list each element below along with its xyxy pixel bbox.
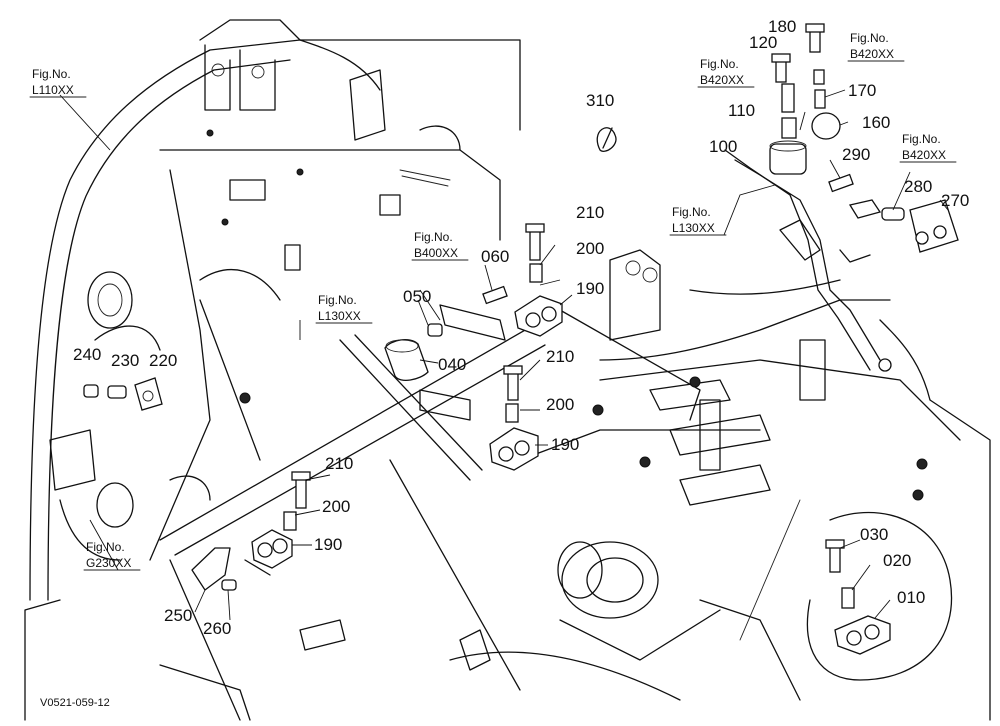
part-label-030: 030 — [860, 525, 888, 544]
part-label-210-top: 210 — [576, 203, 604, 222]
fig-ref-code: L130XX — [318, 309, 361, 323]
wiring-harness — [689, 149, 892, 372]
leader-lines — [59, 89, 949, 621]
part-label-200-middle: 200 — [546, 395, 574, 414]
detail-callout-bottom-right — [739, 499, 953, 681]
fig-ref-code: L110XX — [32, 83, 74, 97]
part-label-310: 310 — [586, 91, 614, 110]
cable-tie-310 — [596, 127, 617, 152]
part-label-050: 050 — [403, 287, 431, 306]
part-label-270: 270 — [941, 191, 969, 210]
part-label-040: 040 — [438, 355, 466, 374]
clamp-assembly-center-lower — [339, 334, 539, 481]
part-label-280: 280 — [904, 177, 932, 196]
part-label-230: 230 — [111, 351, 139, 370]
fig-ref-label: Fig.No. — [414, 230, 453, 244]
figure-reference-b420-c: Fig.No. B420XX — [899, 132, 957, 163]
fig-ref-label: Fig.No. — [86, 540, 125, 554]
clamp-assembly-center-top — [514, 223, 563, 337]
clamp-assembly-bottom-left — [191, 471, 311, 591]
part-label-120: 120 — [749, 33, 777, 52]
figure-reference-l130-left: Fig.No. L130XX — [315, 293, 373, 324]
fig-ref-code: B420XX — [902, 148, 946, 162]
figure-reference-l130-right: Fig.No. L130XX — [669, 205, 727, 236]
chassis-frame — [24, 19, 991, 721]
fig-ref-code: G230XX — [86, 556, 131, 570]
fig-ref-label: Fig.No. — [318, 293, 357, 307]
fig-ref-label: Fig.No. — [32, 67, 71, 81]
diagram-id: V0521-059-12 — [40, 697, 110, 709]
part-label-190-bottom: 190 — [314, 535, 342, 554]
figure-reference-g230: Fig.No. G230XX — [83, 540, 141, 571]
fig-ref-code: L130XX — [672, 221, 715, 235]
part-label-110: 110 — [728, 101, 755, 120]
part-label-200-top: 200 — [576, 239, 604, 258]
fig-ref-label: Fig.No. — [850, 31, 889, 45]
part-label-020: 020 — [883, 551, 911, 570]
part-label-180: 180 — [768, 17, 796, 36]
part-label-240: 240 — [73, 345, 101, 364]
part-label-190-middle: 190 — [551, 435, 579, 454]
part-label-060: 060 — [481, 247, 509, 266]
figure-reference-b420-b: Fig.No. B420XX — [847, 31, 905, 62]
clamp-assembly-top-right — [769, 23, 841, 175]
part-label-250: 250 — [164, 606, 192, 625]
part-label-220: 220 — [149, 351, 177, 370]
part-label-210-middle: 210 — [546, 347, 574, 366]
part-label-100: 100 — [709, 137, 737, 156]
figure-reference-b420-a: Fig.No. B420XX — [697, 57, 755, 88]
fig-ref-label: Fig.No. — [902, 132, 941, 146]
part-label-160: 160 — [862, 113, 890, 132]
part-label-200-bottom: 200 — [322, 497, 350, 516]
figure-reference-l110: Fig.No. L110XX — [29, 67, 87, 98]
part-label-190-top: 190 — [576, 279, 604, 298]
part-label-010: 010 — [897, 588, 925, 607]
fig-ref-label: Fig.No. — [672, 205, 711, 219]
fig-ref-code: B400XX — [414, 246, 458, 260]
fig-ref-label: Fig.No. — [700, 57, 739, 71]
fig-ref-code: B420XX — [700, 73, 744, 87]
clamp-assembly-left — [83, 377, 163, 411]
clamp-assembly-center — [384, 285, 508, 382]
part-label-260: 260 — [203, 619, 231, 638]
part-label-170: 170 — [848, 81, 876, 100]
clamp-assembly-right — [828, 173, 959, 253]
part-label-210-bottom: 210 — [325, 454, 353, 473]
part-labels: 310 120 180 170 110 160 100 290 280 270 … — [73, 17, 969, 638]
part-label-290: 290 — [842, 145, 870, 164]
figure-reference-b400: Fig.No. B400XX — [411, 230, 469, 261]
fig-ref-code: B420XX — [850, 47, 894, 61]
